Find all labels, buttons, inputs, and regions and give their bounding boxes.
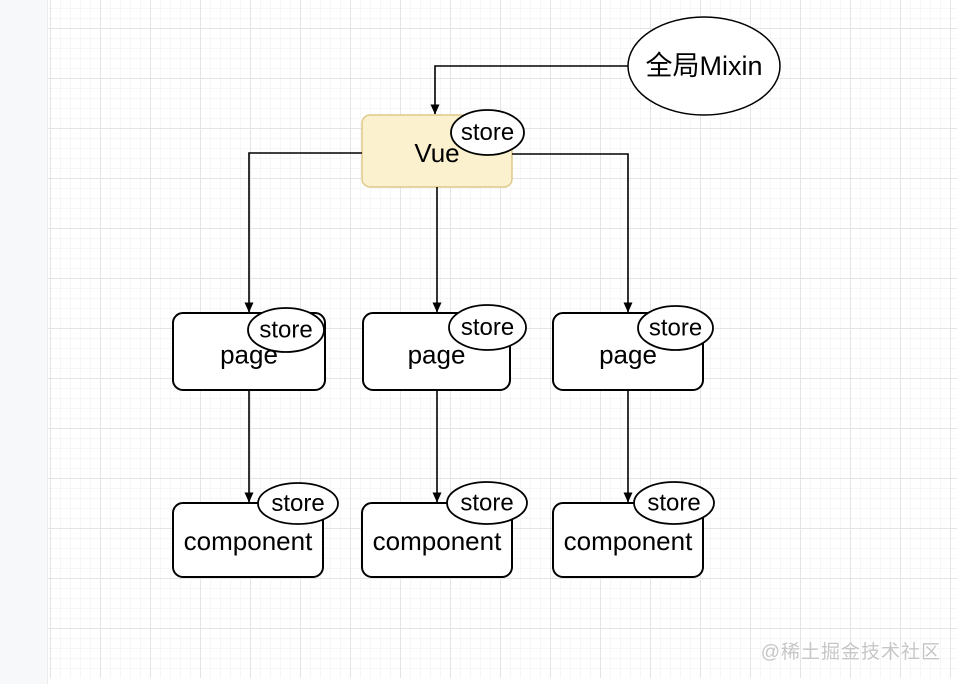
edge-vue-to-page-1[interactable] (244, 152, 362, 313)
node-store-page-3[interactable] (637, 305, 714, 351)
edge-vue-to-page-3[interactable] (512, 153, 633, 313)
node-store-page-2[interactable] (448, 304, 527, 351)
node-label-vue: Vue (414, 138, 459, 168)
node-store-component-2[interactable] (446, 481, 528, 525)
node-label-store-component-3: store (647, 489, 700, 516)
node-label-store-page-1: store (259, 316, 312, 343)
node-label-store-page-3: store (649, 314, 702, 341)
juejin-watermark: @稀土掘金技术社区 (760, 642, 941, 663)
node-store-component-1[interactable] (257, 482, 339, 525)
left-panel (0, 0, 48, 684)
node-label-store-component-1: store (271, 490, 324, 517)
node-label-store-page-2: store (461, 314, 514, 341)
node-label-component-1: component (184, 526, 313, 556)
node-store-page-1[interactable] (247, 307, 325, 353)
node-label-store-vue: store (461, 119, 514, 146)
edge-mixin-to-vue[interactable] (430, 65, 628, 115)
node-label-component-3: component (564, 526, 693, 556)
node-store-vue[interactable] (450, 109, 525, 156)
node-label-page-2: page (408, 339, 466, 369)
node-label-store-component-2: store (460, 489, 513, 516)
node-label-global-mixin: 全局Mixin (645, 51, 762, 81)
node-label-page-1: page (220, 339, 278, 369)
node-store-component-3[interactable] (633, 481, 715, 525)
node-label-component-2: component (373, 526, 502, 556)
node-label-page-3: page (599, 339, 657, 369)
